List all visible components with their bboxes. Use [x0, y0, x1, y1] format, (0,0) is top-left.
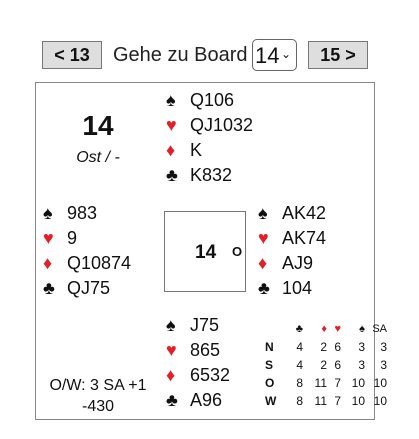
spade-icon: ♠ [166, 315, 176, 335]
club-icon: ♣ [258, 278, 270, 298]
diamond-icon: ♦ [166, 140, 176, 160]
tricks-cell: 8 [296, 394, 303, 408]
row-label: S [265, 358, 274, 372]
tricks-cell: 11 [314, 376, 327, 390]
diamond-icon: ♦ [43, 253, 53, 273]
heart-icon: ♥ [166, 115, 177, 135]
board-diagram [35, 82, 375, 420]
contract-text: O/W: 3 SA +1 [49, 377, 147, 394]
board-number: 14 [82, 110, 114, 141]
north-spades: Q106 [190, 90, 235, 110]
spade-icon: ♠ [359, 323, 365, 335]
tricks-row-south: S 4 2 6 3 3 [265, 356, 387, 374]
heart-icon: ♥ [166, 340, 177, 360]
west-diamonds: Q10874 [67, 253, 132, 273]
tricks-cell: 6 [334, 340, 341, 354]
club-icon: ♣ [295, 323, 303, 335]
tricks-cell: 2 [320, 358, 327, 372]
tricks-cell: 11 [314, 394, 327, 408]
compass-direction: O [232, 244, 243, 259]
tricks-cell: 3 [358, 340, 365, 354]
tricks-row-north: N 4 2 6 3 3 [265, 338, 387, 356]
north-hand: ♠ Q106 ♥ QJ1032 ♦ K ♣ K832 [166, 90, 253, 190]
east-diamonds: AJ9 [282, 253, 314, 273]
diamond-icon: ♦ [166, 365, 176, 385]
tricks-cell: 10 [373, 376, 387, 390]
club-icon: ♣ [166, 390, 178, 410]
dealer-vulnerability: Ost / - [76, 149, 120, 166]
east-clubs: 104 [282, 278, 313, 298]
board-select-value: 14 [255, 43, 280, 68]
diamond-icon: ♦ [321, 323, 327, 335]
tricks-cell: 2 [320, 340, 327, 354]
east-hearts: AK74 [282, 228, 327, 248]
row-label: N [265, 340, 274, 354]
prev-board-button[interactable]: < 13 [42, 41, 102, 69]
tricks-cell: 8 [296, 376, 303, 390]
spade-icon: ♠ [166, 90, 176, 110]
east-spades: AK42 [282, 203, 327, 223]
tricks-cell: 7 [334, 394, 341, 408]
tricks-cell: 10 [373, 394, 387, 408]
tricks-cell: 10 [351, 376, 365, 390]
club-icon: ♣ [43, 278, 55, 298]
tricks-header-row: ♣ ♦ ♥ ♠ SA [265, 320, 387, 338]
tricks-cell: 10 [351, 394, 365, 408]
compass-box: 14 O [164, 211, 246, 292]
notrump-header: SA [372, 323, 387, 335]
south-hearts: 865 [190, 340, 221, 360]
south-spades: J75 [190, 315, 220, 335]
spade-icon: ♠ [43, 203, 53, 223]
diamond-icon: ♦ [258, 253, 268, 273]
south-clubs: A96 [190, 390, 223, 410]
north-diamonds: K [190, 140, 203, 160]
compass-board-number: 14 [195, 242, 217, 263]
tricks-cell: 7 [334, 376, 341, 390]
chevron-down-icon: ⌄ [280, 47, 291, 61]
north-hearts: QJ1032 [190, 115, 254, 135]
south-diamonds: 6532 [190, 365, 231, 385]
goto-board-label: Gehe zu Board [113, 44, 248, 66]
west-clubs: QJ75 [67, 278, 111, 298]
west-hand: ♠ 983 ♥ 9 ♦ Q10874 ♣ QJ75 [43, 203, 131, 303]
tricks-cell: 6 [334, 358, 341, 372]
north-clubs: K832 [190, 165, 233, 185]
club-icon: ♣ [166, 165, 178, 185]
row-label: W [265, 394, 277, 408]
next-board-button[interactable]: 15 > [308, 41, 368, 69]
row-label: O [265, 376, 275, 390]
score-text: -430 [81, 398, 115, 415]
west-spades: 983 [67, 203, 98, 223]
spade-icon: ♠ [258, 203, 268, 223]
tricks-cell: 3 [358, 358, 365, 372]
tricks-cell: 4 [296, 340, 303, 354]
south-hand: ♠ J75 ♥ 865 ♦ 6532 ♣ A96 [166, 315, 230, 415]
heart-icon: ♥ [43, 228, 54, 248]
board-select[interactable]: 14 ⌄ [252, 39, 297, 71]
tricks-row-west: W 8 11 7 10 10 [265, 392, 387, 410]
heart-icon: ♥ [334, 323, 341, 335]
west-hearts: 9 [67, 228, 78, 248]
tricks-table: ♣ ♦ ♥ ♠ SA N 4 2 6 3 3 S 4 2 6 3 3 O 8 1… [265, 320, 387, 410]
east-hand: ♠ AK42 ♥ AK74 ♦ AJ9 ♣ 104 [258, 203, 326, 303]
tricks-cell: 3 [380, 358, 387, 372]
tricks-row-east: O 8 11 7 10 10 [265, 374, 387, 392]
tricks-cell: 3 [380, 340, 387, 354]
heart-icon: ♥ [258, 228, 269, 248]
contract-result: O/W: 3 SA +1 -430 [38, 375, 158, 417]
tricks-cell: 4 [296, 358, 303, 372]
